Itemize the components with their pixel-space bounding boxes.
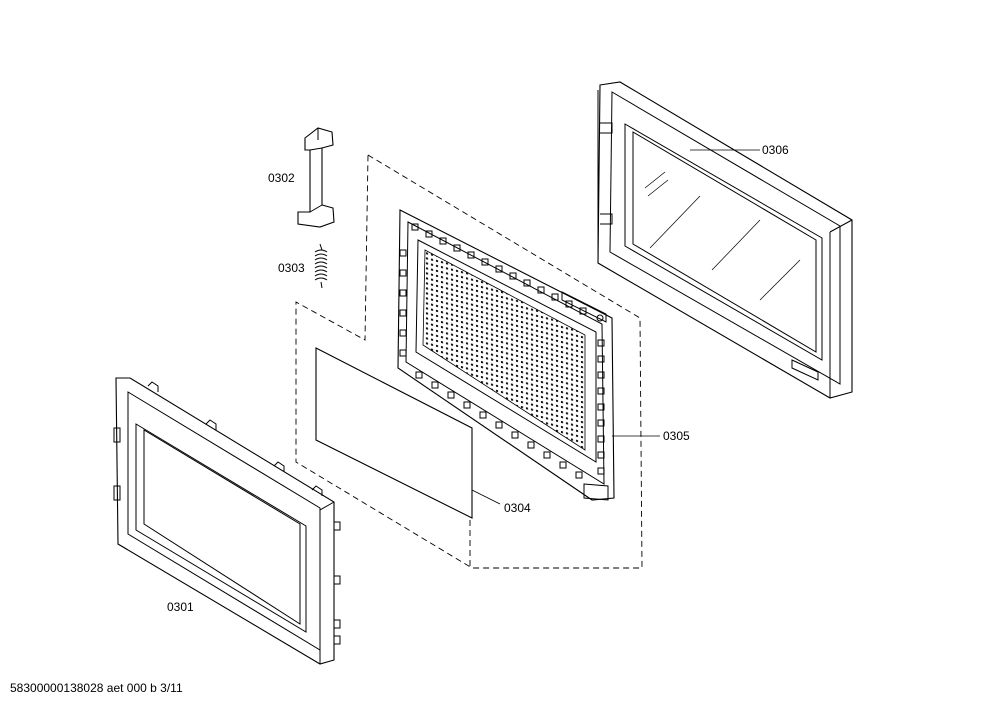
part-0305-inner-panel <box>397 209 615 501</box>
part-0302-latch-hook <box>297 127 335 228</box>
label-0301: 0301 <box>167 600 194 614</box>
part-0301-front-frame <box>113 377 341 665</box>
label-0305: 0305 <box>663 429 690 443</box>
label-0306: 0306 <box>762 143 789 157</box>
leader-lines <box>471 149 760 505</box>
assembly-dashed-outline <box>295 154 643 569</box>
part-0304-glass-sheet <box>315 347 473 519</box>
part-0306-door-frame <box>597 81 853 399</box>
label-0303: 0303 <box>278 261 305 275</box>
label-0302: 0302 <box>268 171 295 185</box>
document-reference: 58300000138028 aet 000 b 3/11 <box>10 681 183 695</box>
label-0304: 0304 <box>504 501 531 515</box>
part-0303-spring <box>314 243 328 289</box>
